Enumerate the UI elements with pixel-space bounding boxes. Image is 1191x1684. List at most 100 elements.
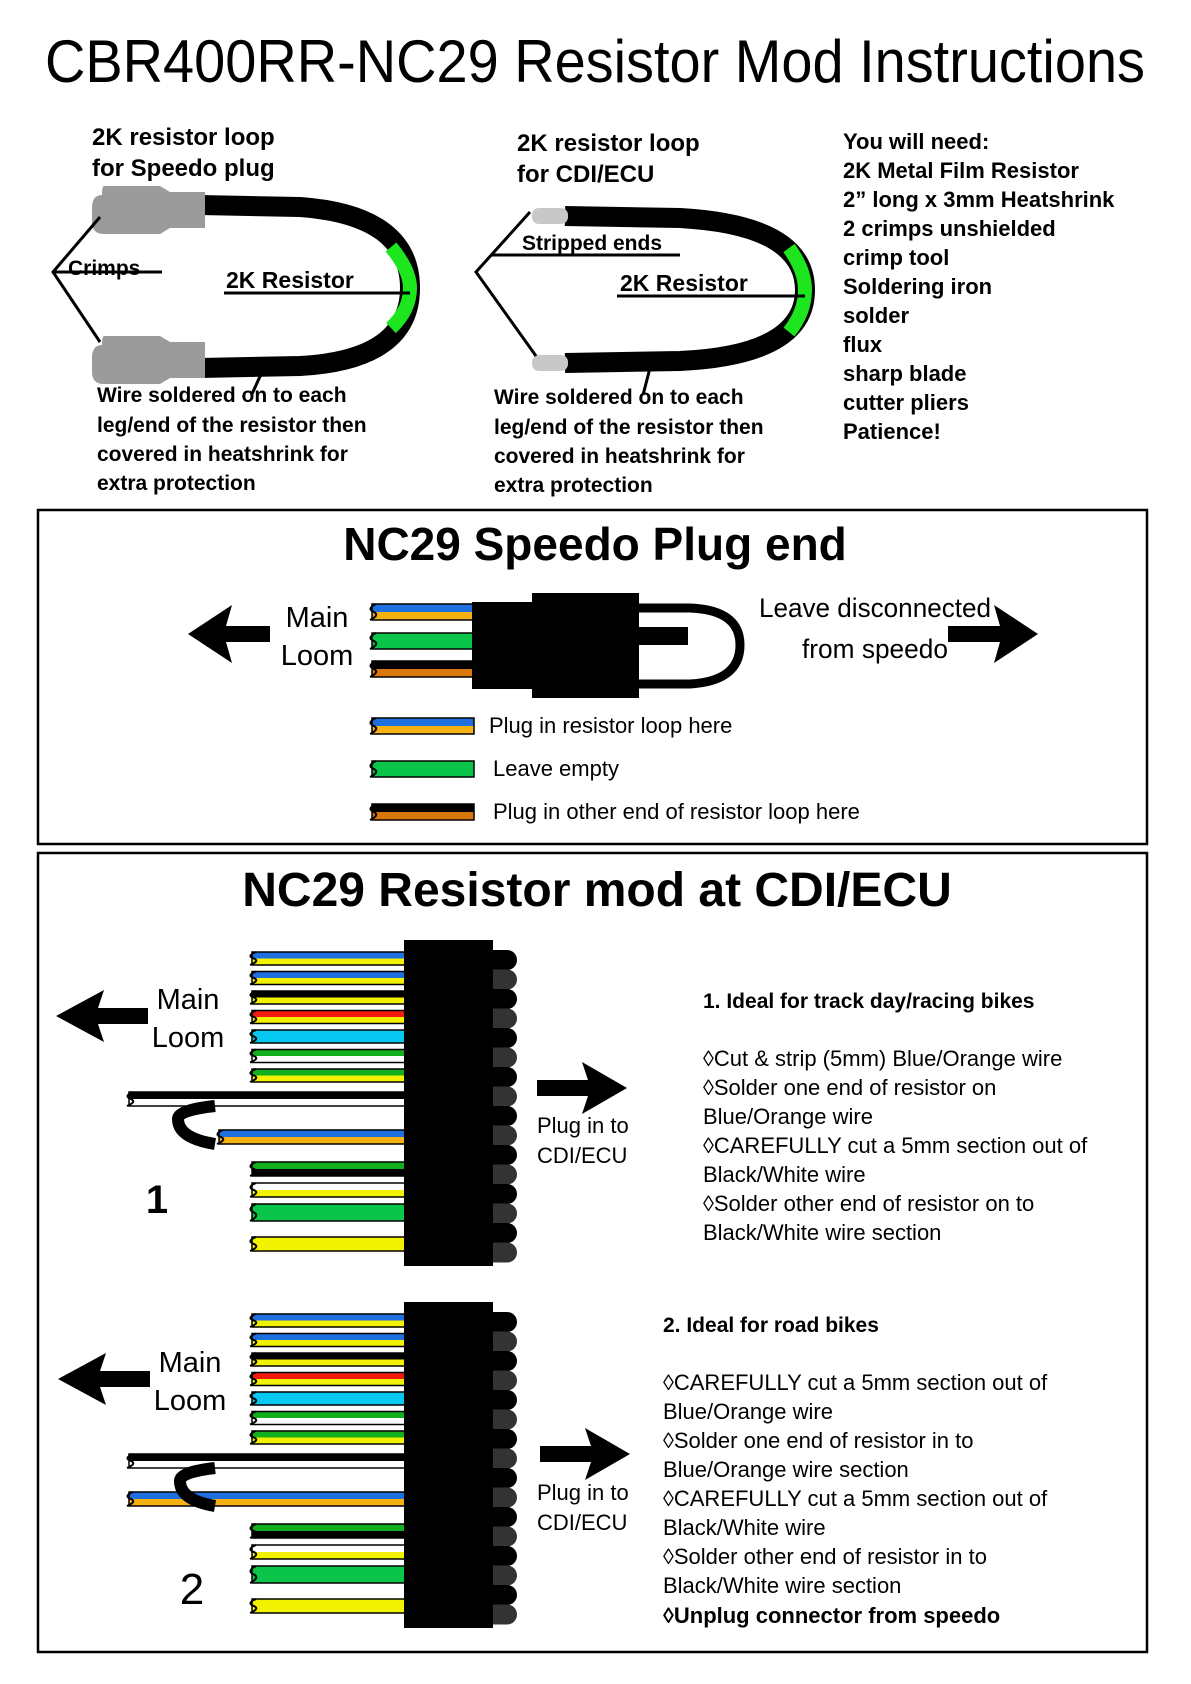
connector-body [404,940,493,1266]
wire-stripe [252,1056,406,1063]
materials-item: 2K Metal Film Resistor [843,158,1079,183]
method-2-steps: ◊CAREFULLY cut a 5mm section out of Blue/… [663,1370,1048,1598]
speedo-section-title: NC29 Speedo Plug end [343,518,847,570]
arrow-right-icon [540,1428,630,1480]
wire-stripe [252,1372,406,1379]
wire-outline [371,717,475,735]
wire-stripe [252,1204,406,1221]
materials-item: 2 crimps unshielded [843,216,1056,241]
method-1-step: ◊CAREFULLY cut a 5mm section out of [703,1133,1088,1158]
wire-stripe [252,1545,406,1552]
wire-green-black [249,1161,407,1177]
wire-blue-yellow [249,1313,407,1328]
plug-body-back [472,602,534,689]
leave-disconnected-line1: Leave disconnected [759,593,991,623]
cdi-connector-diagram-2 [126,1302,517,1628]
wire-stripe [129,1461,406,1468]
wire-bright_green [249,1203,407,1222]
speedo-loop-note-line3: covered in heatshrink for [97,443,348,466]
wire-stripe [372,612,474,620]
wire-stripe [252,971,406,978]
method-1-steps: ◊Cut & strip (5mm) Blue/Orange wire◊Sold… [703,1046,1088,1245]
legend-swatch [369,717,475,735]
leave-disconnected-line2: from speedo [802,634,948,664]
method-2-step: Blue/Orange wire section [663,1457,909,1482]
method-1-step: ◊Solder other end of resistor on to [703,1191,1034,1216]
wire-yellow [249,1598,407,1614]
wire-red-yellow [249,1009,407,1025]
wire-white-yellow [249,1182,407,1198]
method-2-step: ◊CAREFULLY cut a 5mm section out of [663,1370,1048,1395]
main-loom-label-line1: Main [159,1347,222,1379]
wire-stripe [252,1190,406,1197]
main-loom-label-line1: Main [286,602,349,634]
wire-stripe [252,958,406,965]
wire-stripe [219,1130,406,1137]
wire-stripe [252,1359,406,1366]
wire-stripe [252,1353,406,1360]
materials-list: You will need: 2K Metal Film Resistor2” … [843,129,1115,444]
speedo-resistor-label: 2K Resistor [226,267,354,293]
wire-green-white [249,1048,407,1064]
wire-stripe [252,1431,406,1438]
plug-in-label-line1: Plug in to [537,1480,629,1505]
plug-in-label-line1: Plug in to [537,1113,629,1138]
cdi-section-title: NC29 Resistor mod at CDI/ECU [242,864,951,917]
wire-blue-yellow [249,1332,407,1348]
materials-item: flux [843,332,883,357]
materials-item: solder [843,303,909,328]
materials-item: crimp tool [843,245,949,270]
method-1-heading: 1. Ideal for track day/racing bikes [703,990,1034,1013]
arrow-left-icon [58,1353,150,1405]
wire-green-yellow [249,1068,407,1083]
legend-swatch [369,760,475,778]
wire-stripe [252,978,406,985]
plug-pin [636,627,688,645]
resistor-body-icon [783,243,813,337]
speedo-resistor-loop-diagram: 2K resistor loop for Speedo plug Crimps … [51,124,421,495]
connector-body [404,1302,493,1628]
note-pointer [250,371,264,395]
wire-stripe [129,1092,406,1099]
wire-stripe [252,1169,406,1176]
section-border [36,851,1149,1654]
method-2-step: Blue/Orange wire [663,1399,833,1424]
wire-stripe [252,991,406,998]
wire-black-brown [369,660,475,678]
stripped-pointer [474,210,680,357]
wire-stripe [252,1049,406,1056]
method-2-step: Black/White wire section [663,1573,901,1598]
method-2-number: 2 [180,1565,204,1614]
wire-blue-orange [369,603,475,621]
wire-stripe [219,1137,406,1144]
stripped-ends-label: Stripped ends [522,232,662,255]
method-2-step: Black/White wire [663,1515,826,1540]
wire-stripe [252,952,406,959]
wire-stripe [252,1030,406,1043]
cdi-loop-note-line3: covered in heatshrink for [494,445,745,468]
wire-stripe [252,1333,406,1340]
speedo-loop-note-line2: leg/end of the resistor then [97,414,367,437]
wire-outline [371,760,475,778]
wire-green-yellow [249,1430,407,1445]
cdi-loop-heading-line2: for CDI/ECU [517,161,654,188]
wire-stripe [372,718,474,726]
wire-outline [371,803,475,821]
method-1-step: Black/White wire [703,1162,866,1187]
method-1-step: ◊Solder one end of resistor on [703,1075,996,1100]
plug-in-label-line2: CDI/ECU [537,1510,627,1535]
method-1-step: Black/White wire section [703,1220,941,1245]
cdi-resistor-loop-diagram: 2K resistor loop for CDI/ECU Stripped en… [474,130,816,497]
resistor-body-icon [385,242,418,334]
note-pointer [641,367,652,396]
materials-item: sharp blade [843,361,966,386]
cdi-ecu-section: NC29 Resistor mod at CDI/ECU Main Loom 1… [36,851,1149,1654]
wire-stripe [252,1552,406,1559]
wire-green-white [249,1410,407,1426]
method-2-step: ◊Solder one end of resistor in to [663,1428,974,1453]
wire-blue-yellow [249,970,407,986]
wire-stripe [252,1566,406,1583]
wire-stripe [372,669,474,677]
